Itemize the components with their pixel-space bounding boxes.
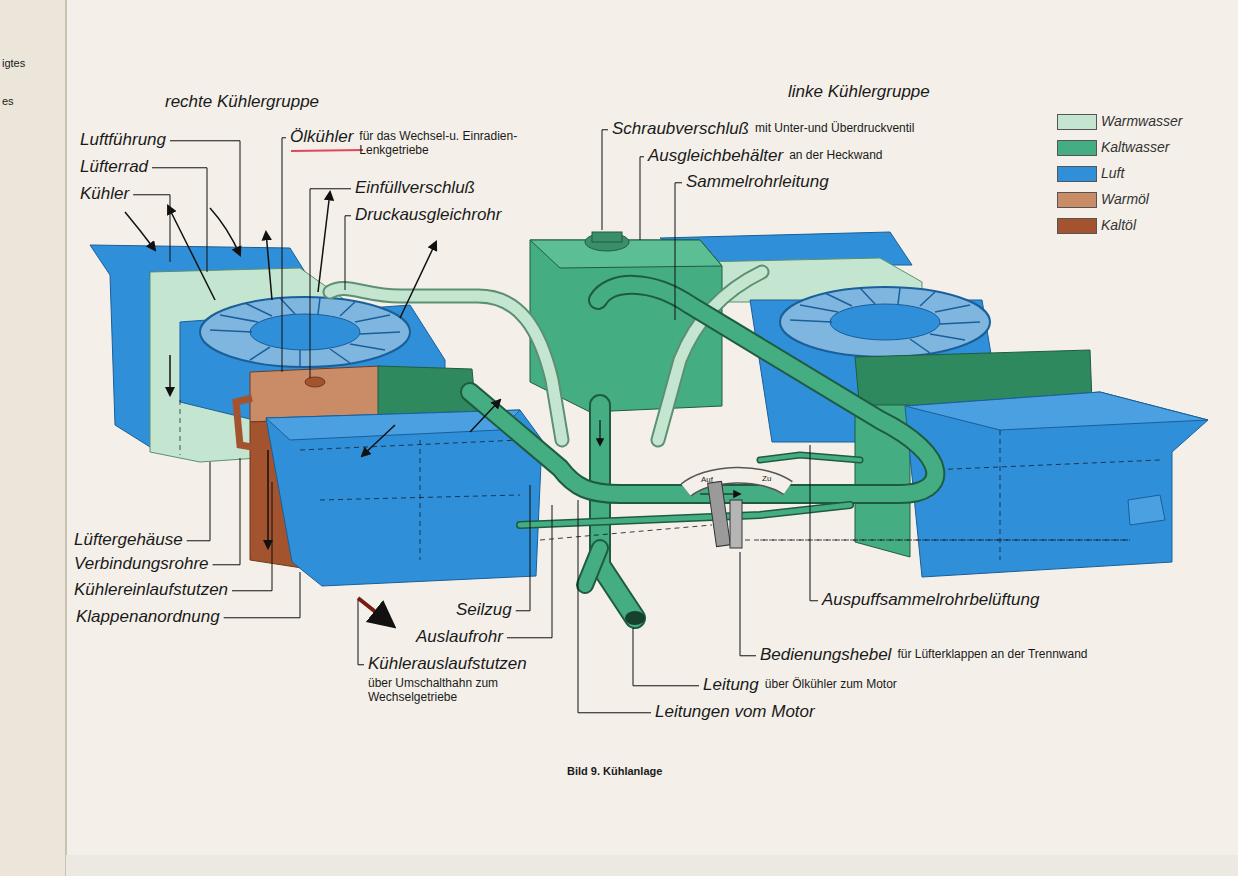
part-label: Einfüllverschluß [355, 178, 475, 198]
margin-text: igtes [2, 57, 25, 70]
leader-line [358, 600, 364, 665]
part-label: Kühlereinlaufstutzen [74, 580, 228, 600]
part-label: Ölkühler [290, 127, 353, 147]
legend-row: Kaltwasser [1057, 140, 1227, 160]
group-title: rechte Kühlergruppe [165, 92, 319, 112]
legend-row: Luft [1057, 166, 1227, 186]
part-note: an der Heckwand [789, 149, 882, 163]
leader-line [602, 130, 608, 230]
legend-row: Warmöl [1057, 192, 1227, 212]
part-label: Druckausgleichrohr [355, 205, 501, 225]
figure-caption: Bild 9. Kühlanlage [567, 765, 662, 778]
group-title: linke Kühlergruppe [788, 82, 930, 102]
leader-line [282, 138, 286, 372]
part-label: Luftführung [80, 130, 166, 150]
part-label: Sammelrohrleitung [686, 172, 829, 192]
legend-swatch [1057, 192, 1097, 208]
part-label: Seilzug [456, 600, 512, 620]
part-label: Lüftergehäuse [74, 530, 183, 550]
leader-line [740, 552, 756, 656]
dial-mark: Auf [701, 475, 713, 484]
leader-line [152, 168, 207, 272]
part-label: Schraubverschluß [612, 119, 749, 139]
leader-line [213, 458, 240, 565]
part-label: Leitung [703, 675, 759, 695]
leader-line [310, 189, 351, 378]
part-note: über Ölkühler zum Motor [765, 678, 897, 692]
part-note: über Umschalthahn zum Wechselgetriebe [368, 677, 543, 705]
part-label: Verbindungsrohre [74, 554, 209, 574]
leader-line [578, 500, 651, 713]
part-label: Kühler [80, 184, 129, 204]
part-label: Klappenanordnung [76, 607, 220, 627]
part-note: für das Wechsel-u. Einradien- Lenkgetrie… [359, 130, 544, 158]
leader-line [133, 195, 170, 262]
legend-text: Kaltöl [1101, 217, 1136, 233]
part-label: Ausgleichbehälter [648, 146, 783, 166]
legend-swatch [1057, 218, 1097, 234]
leader-line [187, 462, 210, 541]
leader-line [640, 157, 644, 240]
leader-line [232, 482, 272, 591]
legend-text: Kaltwasser [1101, 139, 1169, 155]
part-label: Auslaufrohr [416, 627, 503, 647]
leader-line [170, 141, 240, 250]
leader-line [224, 572, 300, 618]
part-label: Kühlerauslaufstutzen [368, 654, 527, 674]
part-label: Leitungen vom Motor [655, 702, 815, 722]
legend-swatch [1057, 166, 1097, 182]
leader-line [633, 628, 699, 686]
part-note: mit Unter-und Überdruckventil [755, 122, 914, 136]
part-label: Lüfterrad [80, 157, 148, 177]
legend-text: Warmöl [1101, 191, 1149, 207]
leader-line [810, 445, 818, 601]
legend-text: Warmwasser [1101, 113, 1182, 129]
leader-line [675, 183, 682, 320]
part-note: für Lüfterklappen an der Trennwand [897, 648, 1087, 662]
leader-line [507, 505, 552, 638]
legend-row: Kaltöl [1057, 218, 1227, 238]
part-label: Bedienungshebel [760, 645, 891, 665]
part-label: Auspuffsammelrohrbelüftung [822, 590, 1039, 610]
margin-text: es [2, 95, 14, 108]
leader-line [345, 216, 351, 290]
legend-row: Warmwasser [1057, 114, 1227, 134]
legend-swatch [1057, 140, 1097, 156]
dial-mark: Zu [762, 474, 771, 483]
leader-line [516, 485, 530, 611]
legend-swatch [1057, 114, 1097, 130]
legend-text: Luft [1101, 165, 1124, 181]
